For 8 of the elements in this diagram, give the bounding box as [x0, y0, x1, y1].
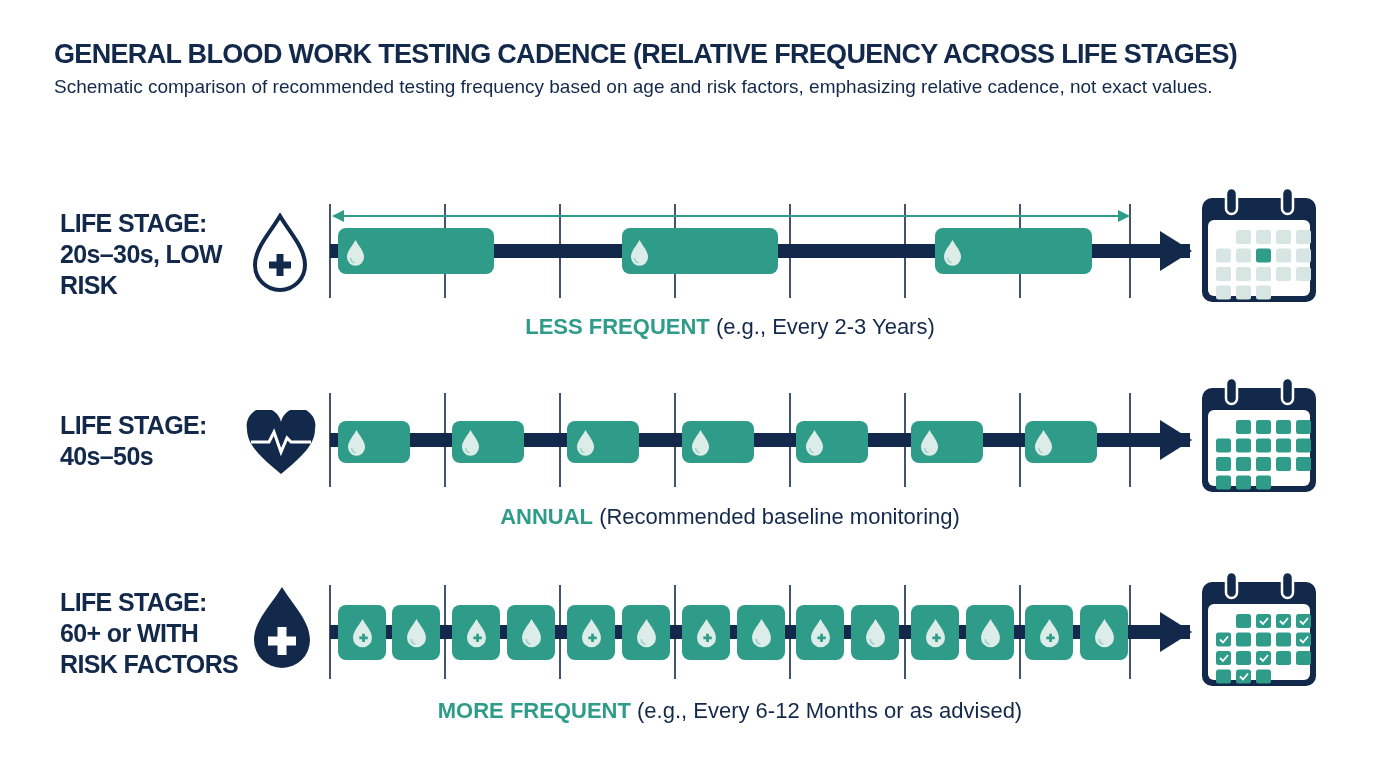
life-stage-label: LIFE STAGE: 60+ or WITH RISK FACTORS	[60, 587, 240, 680]
life-stage-label: LIFE STAGE: 40s–50s	[60, 410, 208, 472]
frequency-note: LESS FREQUENT (e.g., Every 2-3 Years)	[524, 313, 936, 341]
subtitle: Schematic comparison of recommended testing frequency based on age and risk factors, emphasizing relative cadence, not exact values.	[54, 75, 1213, 99]
frequency-note: ANNUAL (Recommended baseline monitoring)	[499, 503, 961, 531]
frequency-note: MORE FREQUENT (e.g., Every 6-12 Months or as advised)	[436, 697, 1024, 725]
title: GENERAL BLOOD WORK TESTING CADENCE (RELATIVE FREQUENCY ACROSS LIFE STAGES)	[54, 38, 1238, 71]
life-stage-label: LIFE STAGE: 20s–30s, LOW RISK	[60, 208, 224, 301]
